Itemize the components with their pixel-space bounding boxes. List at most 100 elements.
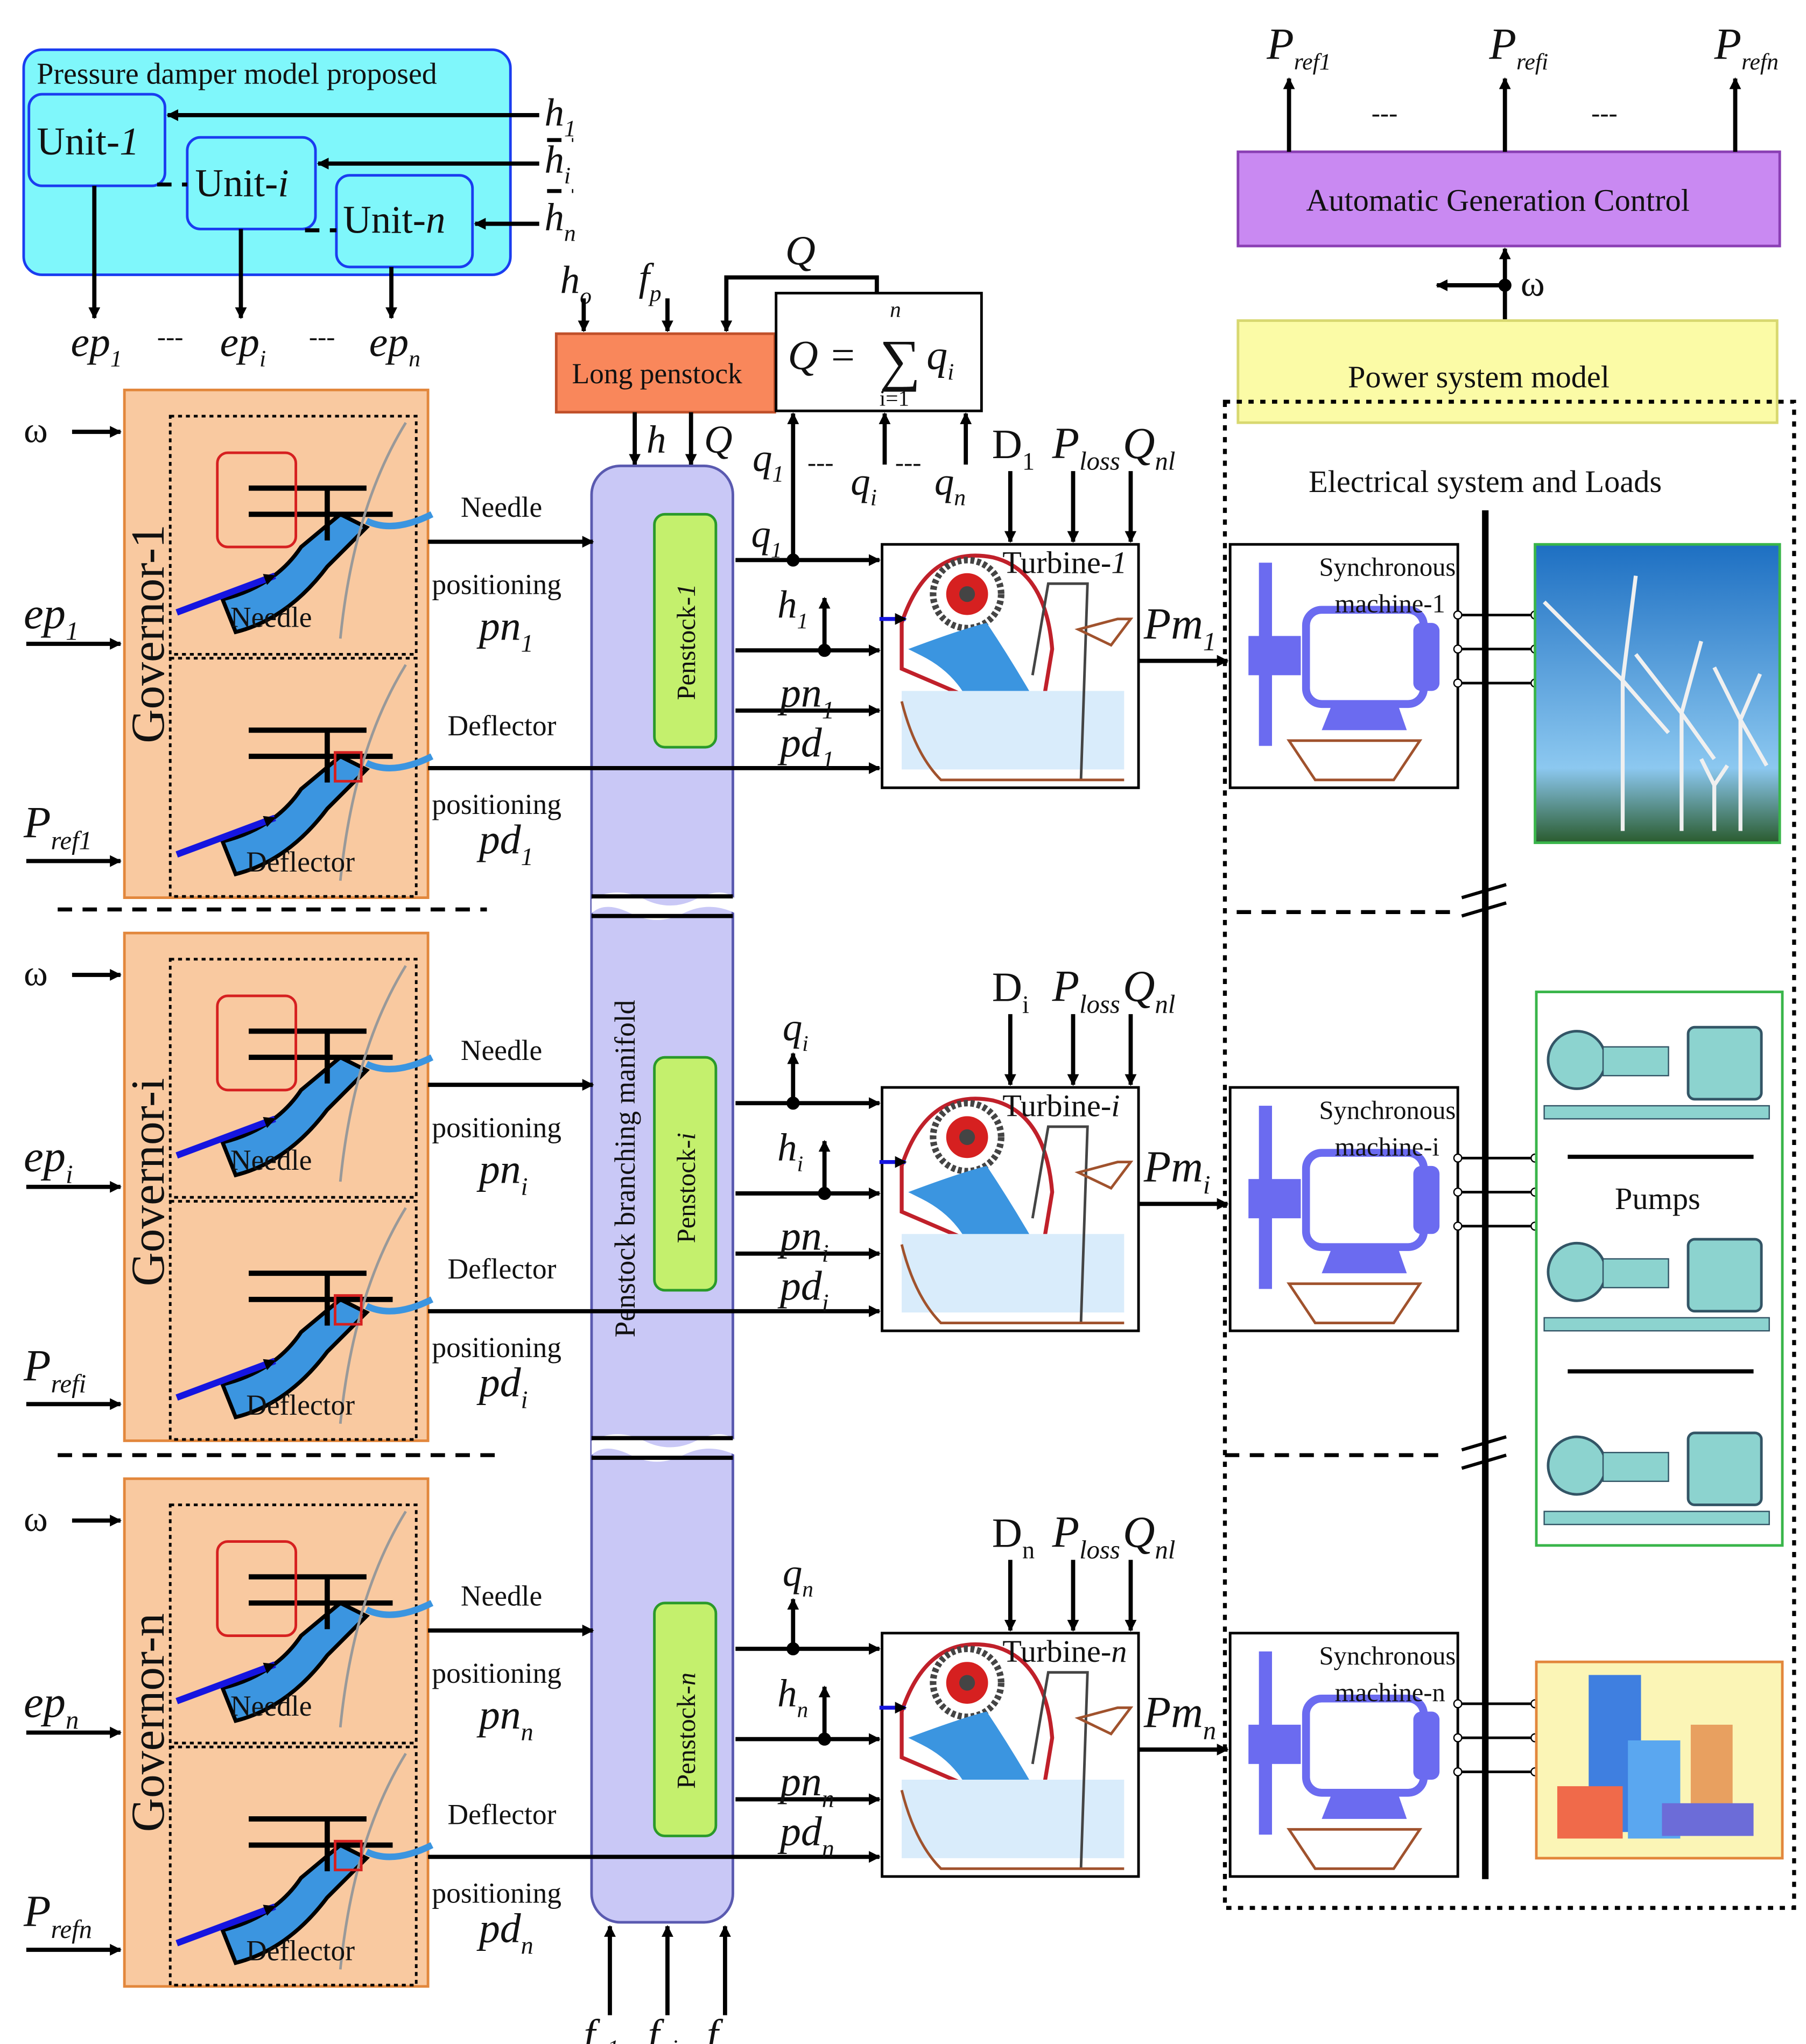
needle-signal-label: Needle: [461, 1034, 542, 1066]
qi-to-sum: qi: [851, 460, 877, 510]
penstock-block: [653, 512, 718, 749]
needle-positioning-label: positioning: [432, 1657, 561, 1689]
pd-turbine-label: pd1: [777, 719, 834, 774]
pd-turbine-label: pdn: [777, 1808, 834, 1863]
Pm-label: Pm1: [1143, 599, 1216, 656]
damper-unit-1: [27, 93, 166, 187]
pd-label: pdi: [476, 1359, 528, 1414]
penstock-block: [653, 1602, 718, 1837]
pn-label: pn1: [476, 603, 533, 657]
sum-bottom: i=1: [880, 386, 909, 411]
machine-label-1: Synchronous: [1319, 553, 1456, 582]
agc-sep-2: ---: [1591, 99, 1618, 128]
q-sep-1: ---: [807, 448, 834, 477]
pump-icon: [1543, 1238, 1770, 1332]
deflector-signal-label: Deflector: [448, 1253, 557, 1285]
penstock-block: [653, 1056, 718, 1292]
q1-to-sum: q1: [753, 436, 784, 487]
agc-block: Automatic Generation Control Pref1 Prefi…: [1236, 19, 1781, 320]
deflector-label: Deflector: [246, 846, 355, 878]
penstock-label: Penstock-n: [672, 1673, 701, 1789]
turbine-label: Turbine-1: [1002, 545, 1127, 580]
deflector-positioning-label: positioning: [432, 788, 561, 820]
agc-omega: ω: [1521, 263, 1545, 304]
power-system-label: Power system model: [1348, 360, 1610, 395]
machine-label-2: machine-n: [1335, 1678, 1445, 1707]
D-input: D1: [992, 421, 1035, 475]
turbine-block: Turbine-1: [879, 543, 1140, 789]
machine-label-2: machine-i: [1335, 1132, 1439, 1161]
deflector-label: Deflector: [246, 1934, 355, 1966]
needle-label: Needle: [230, 1690, 312, 1722]
Qnl-input: Qnl: [1123, 1507, 1175, 1564]
h-to-manifold: h: [646, 418, 666, 461]
fp-input: fp: [638, 256, 661, 306]
needle-signal-label: Needle: [461, 491, 542, 523]
long-penstock-block: Long penstock ho fp Q Q = ∑ n i=1 qi h Q…: [554, 227, 983, 560]
deflector-positioning-label: positioning: [432, 1877, 561, 1909]
turbine-block: Turbine-n: [879, 1632, 1140, 1878]
fpn-input: fpn: [707, 2011, 742, 2044]
turbine-block: Turbine-i: [879, 1086, 1140, 1332]
sum-lhs: Q =: [788, 332, 857, 378]
deflector-label: Deflector: [246, 1389, 355, 1421]
Qnl-input: Qnl: [1123, 418, 1175, 476]
governor-label: Governor-i: [122, 1078, 174, 1287]
Ploss-input: Ploss: [1052, 961, 1120, 1019]
needle-positioning-label: positioning: [432, 568, 561, 601]
pn-label: pnn: [476, 1691, 533, 1746]
fp1-input: fp1: [584, 2011, 619, 2044]
q-label: q1: [751, 512, 782, 562]
pump-icon: [1543, 1025, 1770, 1120]
omega-input: ω: [24, 1498, 48, 1539]
D-input: Dn: [992, 1509, 1035, 1564]
sum-term: qi: [926, 332, 954, 385]
pd-turbine-label: pdi: [777, 1262, 829, 1317]
long-penstock-label: Long penstock: [572, 357, 742, 390]
agc-sep-1: ---: [1372, 99, 1398, 128]
deflector-signal-label: Deflector: [448, 710, 557, 742]
machine-label-2: machine-1: [1335, 589, 1445, 619]
omega-input: ω: [24, 952, 48, 993]
q-sep-2: ---: [895, 448, 922, 477]
damper-hi: hi: [544, 138, 571, 188]
ep-input: ep1: [24, 588, 79, 646]
pd-label: pd1: [476, 816, 533, 870]
pref-input: Pref1: [23, 798, 92, 855]
damper-epn: epn: [369, 319, 420, 371]
pump-icon: [1543, 1431, 1770, 1526]
synchronous-machine-block: Synchronous machine-1: [1228, 543, 1459, 789]
Qnl-input: Qnl: [1123, 961, 1175, 1019]
needle-label: Needle: [230, 1144, 312, 1176]
agc-label: Automatic Generation Control: [1306, 182, 1690, 217]
Ploss-input: Ploss: [1052, 418, 1120, 476]
q-label: qn: [783, 1551, 813, 1601]
sum-symbol: ∑: [880, 329, 920, 392]
electrical-label: Electrical system and Loads: [1309, 464, 1662, 499]
Ploss-input: Ploss: [1052, 1507, 1120, 1564]
damper-hn: hn: [544, 195, 575, 246]
pd-label: pdn: [476, 1905, 533, 1959]
deflector-positioning-label: positioning: [432, 1331, 561, 1364]
pn-turbine-label: pn1: [777, 670, 834, 724]
pumps-label: Pumps: [1615, 1181, 1700, 1216]
h-label: hi: [777, 1126, 803, 1176]
damper-unit-1-label: Unit-1: [37, 120, 139, 163]
q-label: qi: [783, 1006, 809, 1056]
governor-label: Governor-1: [122, 524, 174, 743]
pressure-damper-block: Pressure damper model proposed Unit-1 Un…: [22, 48, 576, 372]
wind-farm-image: [1534, 543, 1781, 844]
pref-input: Prefn: [23, 1886, 92, 1944]
agc-prefn: Prefn: [1714, 19, 1779, 74]
qn-to-sum: qn: [934, 460, 966, 510]
damper-sep-2: ---: [309, 322, 335, 352]
needle-signal-label: Needle: [461, 1580, 542, 1612]
damper-h1: h1: [544, 90, 575, 141]
machine-label-1: Synchronous: [1319, 1095, 1456, 1125]
synchronous-machine-block: Synchronous machine-i: [1228, 1086, 1459, 1332]
